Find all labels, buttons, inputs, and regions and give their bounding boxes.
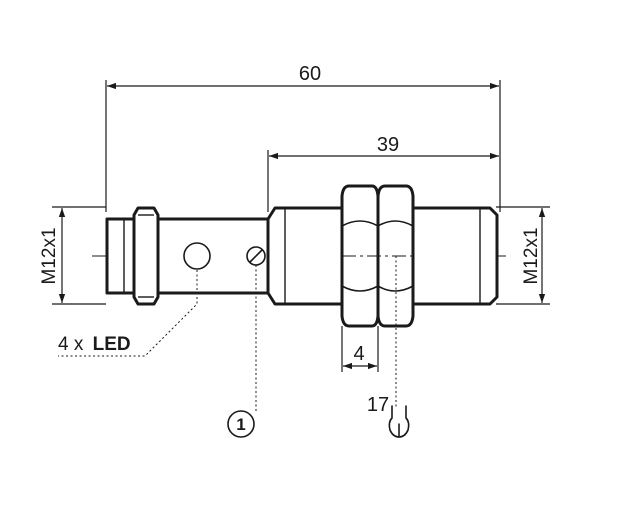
led-word: LED — [93, 334, 131, 355]
thread-detail-lines — [123, 208, 481, 304]
left-thread-label: M12x1 — [39, 227, 60, 284]
callout-number: 1 — [236, 415, 245, 434]
overall-length-dimension — [105, 80, 501, 212]
wrench-icon — [388, 405, 410, 438]
connector-collar — [132, 206, 160, 306]
right-thread-label: M12x1 — [521, 227, 542, 284]
hex-nut-2-facets — [377, 220, 414, 292]
led-window-icon — [183, 242, 211, 270]
thread-length-dimension — [267, 150, 499, 212]
thread-length-label: 39 — [377, 134, 399, 156]
nut-thickness-dimension — [341, 326, 379, 372]
left-thread-dimension — [52, 206, 106, 305]
callout-circle — [227, 410, 255, 438]
led-label: 4 x LED — [58, 334, 131, 355]
wrench-size-label: 17 — [367, 394, 389, 416]
adjustment-screw-icon — [246, 246, 266, 266]
connector-thread — [105, 217, 136, 295]
overall-length-label: 60 — [299, 63, 321, 85]
sensor-body — [105, 206, 499, 306]
nut-thickness-label: 4 — [353, 343, 364, 365]
right-thread-dimension — [496, 206, 550, 305]
hex-nut-1-facets — [341, 220, 379, 292]
led-count: 4 x — [58, 334, 84, 355]
